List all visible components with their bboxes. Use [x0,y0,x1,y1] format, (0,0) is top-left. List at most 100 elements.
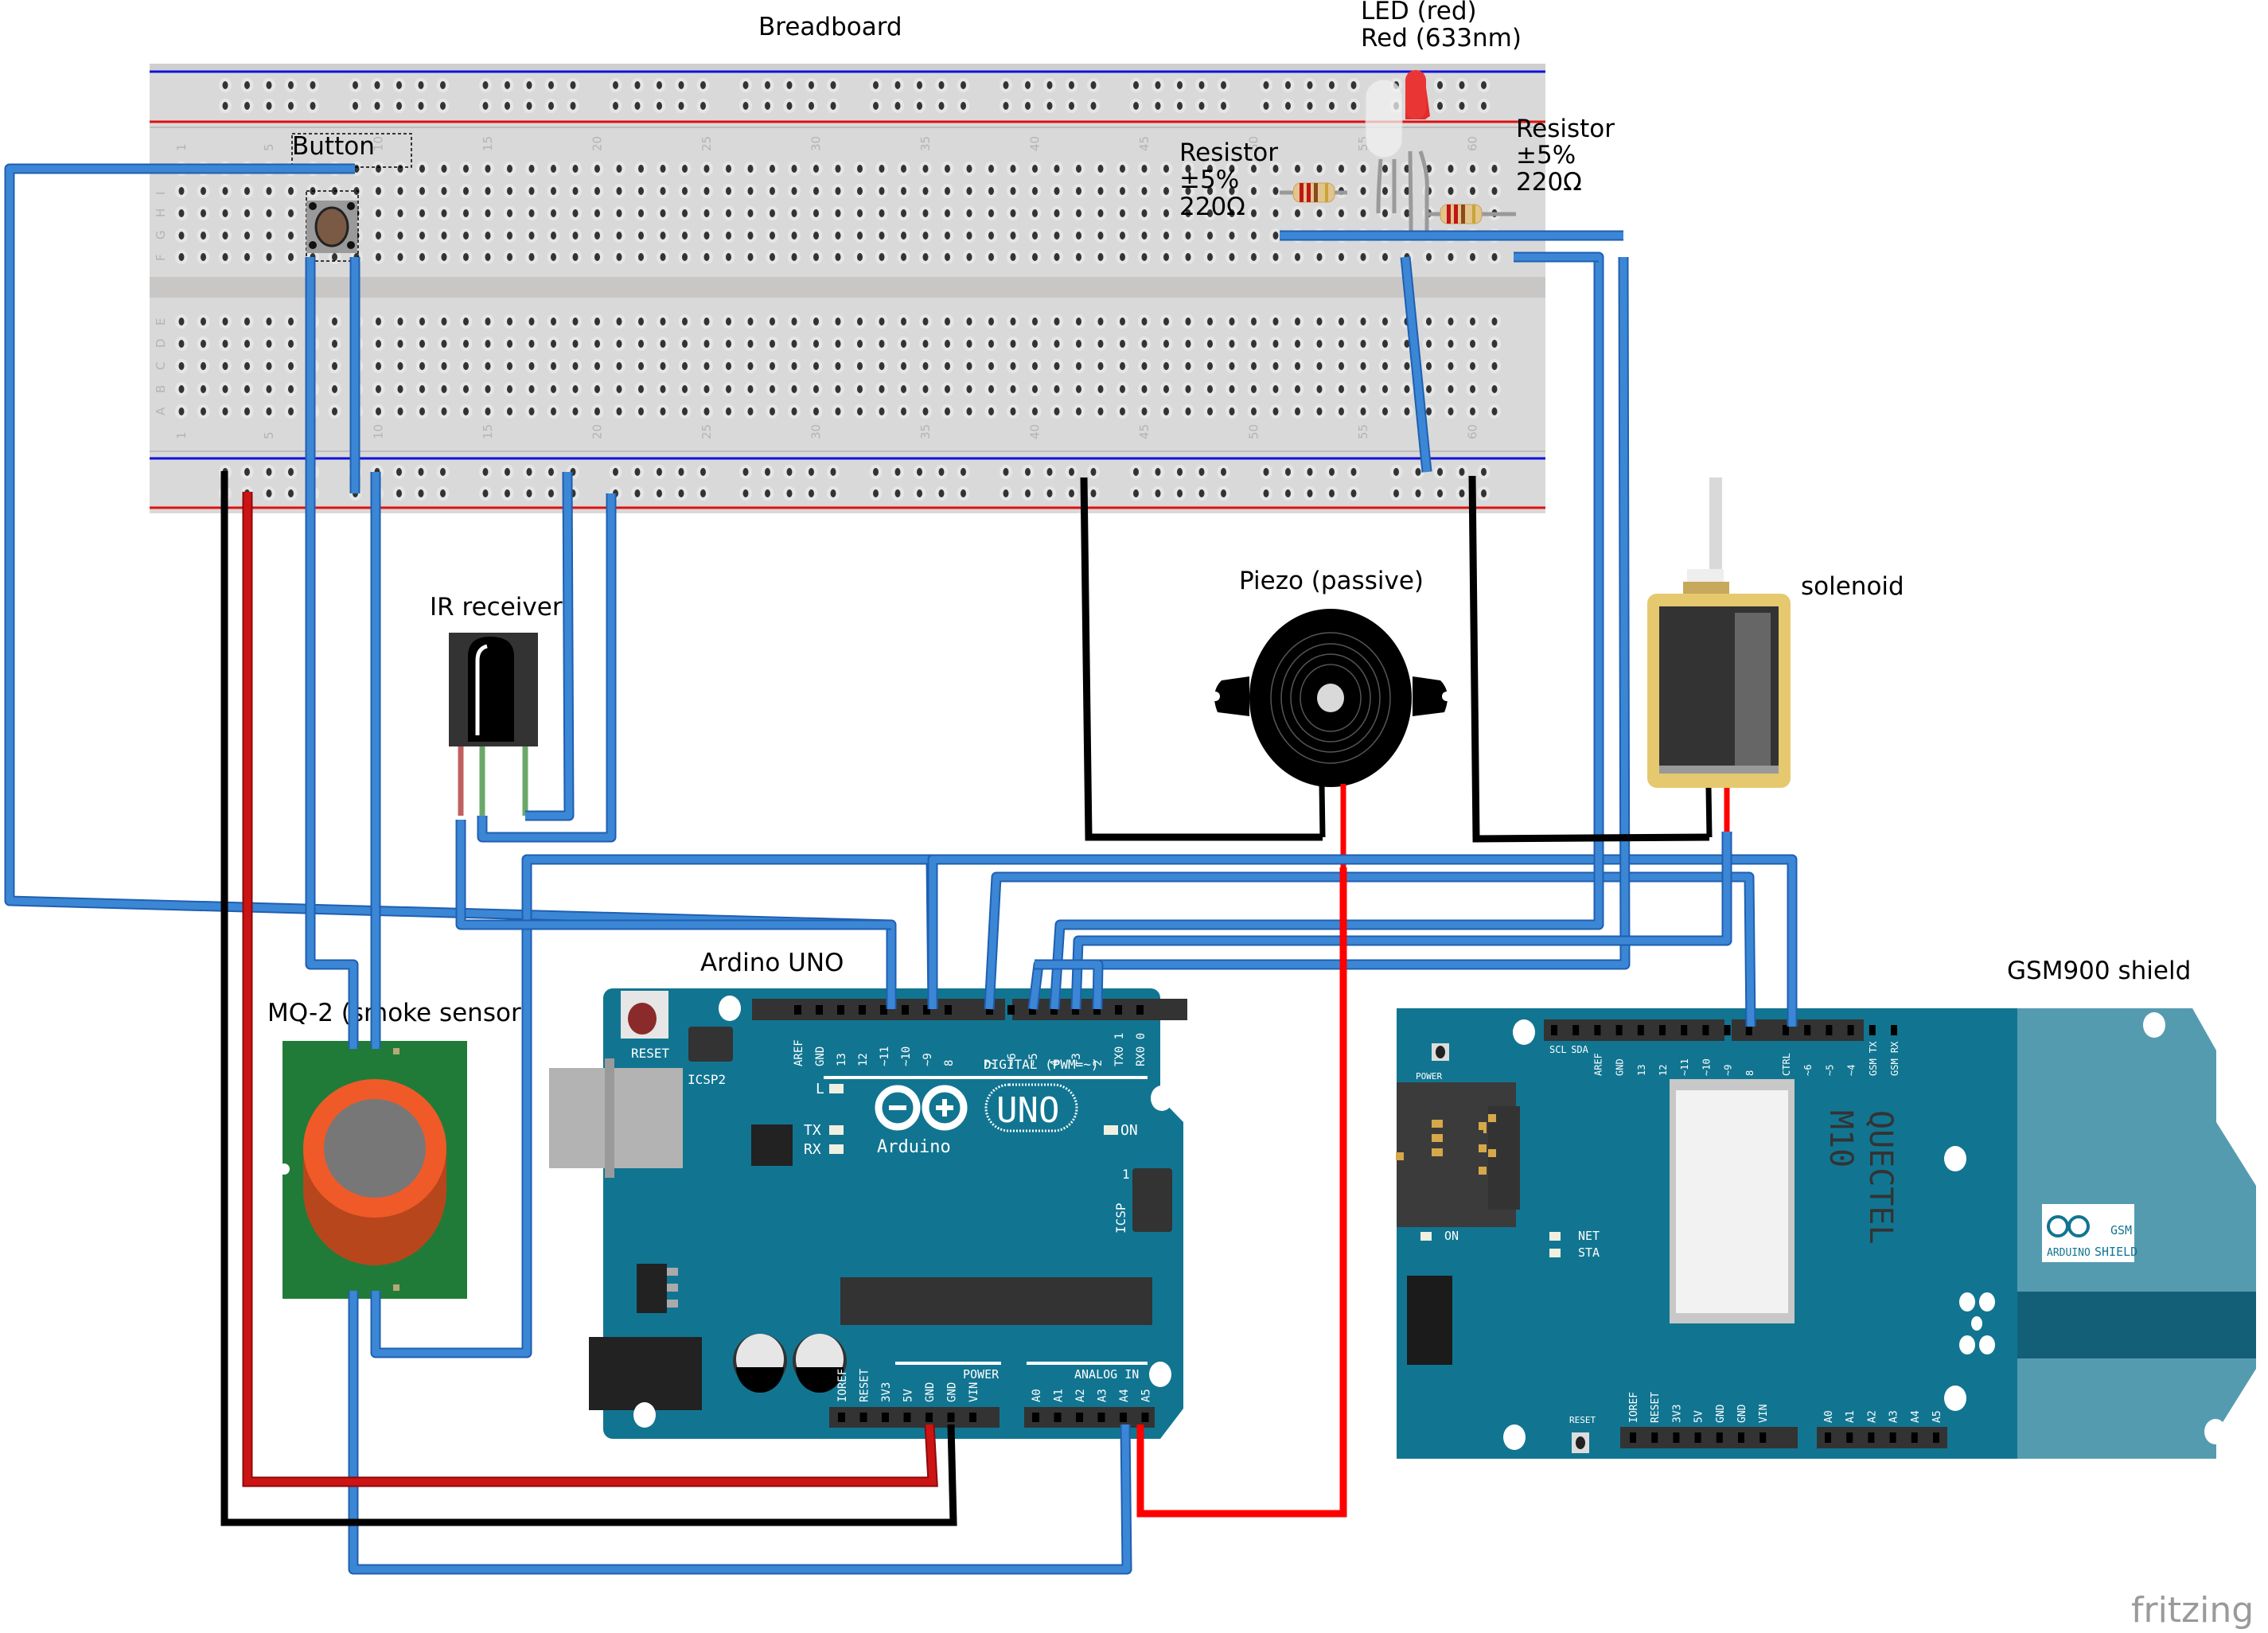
breadboard-hole[interactable] [507,385,512,393]
header-pin[interactable] [859,1413,867,1422]
breadboard-hole[interactable] [726,232,731,240]
breadboard-hole[interactable] [376,253,381,261]
rail-hole[interactable] [1307,468,1313,476]
header-pin[interactable] [923,1005,930,1015]
breadboard-hole[interactable] [244,318,250,325]
rail-hole[interactable] [1285,489,1291,497]
breadboard-hole[interactable] [528,232,535,240]
breadboard-hole[interactable] [1339,362,1344,370]
breadboard-hole[interactable] [288,232,294,240]
rail-hole[interactable] [1481,468,1487,476]
rail-hole[interactable] [786,102,793,110]
rail-hole[interactable] [526,102,532,110]
rail-hole[interactable] [505,468,510,476]
rail-hole[interactable] [678,489,684,497]
breadboard-hole[interactable] [1032,385,1038,393]
rail-hole[interactable] [1459,468,1465,476]
breadboard-hole[interactable] [1163,407,1169,415]
breadboard-hole[interactable] [1470,407,1475,415]
breadboard-hole[interactable] [813,165,819,173]
breadboard-hole[interactable] [1426,318,1432,325]
rail-hole[interactable] [440,102,446,110]
rail-hole[interactable] [894,81,901,89]
breadboard-hole[interactable] [376,407,381,415]
header-pin[interactable] [1637,1025,1644,1035]
breadboard-hole[interactable] [945,385,950,393]
breadboard-hole[interactable] [901,362,906,370]
breadboard-hole[interactable] [485,165,491,173]
header-pin[interactable] [794,1005,801,1015]
breadboard-hole[interactable] [1076,187,1081,195]
breadboard-hole[interactable] [1032,165,1038,173]
rail-hole[interactable] [244,468,250,476]
header-pin[interactable] [1745,1025,1752,1035]
breadboard-hole[interactable] [747,209,754,217]
breadboard-hole[interactable] [988,187,994,195]
breadboard-hole[interactable] [507,362,512,370]
rail-hole[interactable] [742,489,749,497]
breadboard-hole[interactable] [397,253,403,261]
breadboard-hole[interactable] [1339,165,1344,173]
breadboard-hole[interactable] [922,362,929,370]
breadboard-hole[interactable] [441,209,447,217]
breadboard-hole[interactable] [1426,253,1432,261]
breadboard-hole[interactable] [1382,209,1388,217]
breadboard-hole[interactable] [638,253,644,261]
breadboard-hole[interactable] [791,209,797,217]
header-pin[interactable] [1659,1025,1666,1035]
rail-hole[interactable] [938,489,945,497]
header-pin[interactable] [1694,1432,1701,1443]
breadboard-hole[interactable] [1251,318,1257,325]
breadboard-hole[interactable] [835,318,841,325]
rail-hole[interactable] [917,102,922,110]
breadboard-hole[interactable] [551,253,556,261]
breadboard-hole[interactable] [1076,232,1081,240]
rail-hole[interactable] [700,468,706,476]
breadboard-hole[interactable] [288,187,294,195]
breadboard-hole[interactable] [638,340,644,348]
breadboard-hole[interactable] [1207,253,1213,261]
breadboard-hole[interactable] [747,253,754,261]
breadboard-hole[interactable] [660,253,666,261]
breadboard-hole[interactable] [441,165,447,173]
header-pin[interactable] [947,1413,955,1422]
breadboard-hole[interactable] [1382,187,1388,195]
breadboard-hole[interactable] [813,340,819,348]
breadboard-hole[interactable] [770,385,775,393]
breadboard-hole[interactable] [1141,209,1148,217]
rail-hole[interactable] [1155,81,1161,89]
breadboard-hole[interactable] [791,362,797,370]
breadboard-hole[interactable] [1491,340,1498,348]
breadboard-hole[interactable] [922,232,929,240]
breadboard-hole[interactable] [1339,318,1344,325]
breadboard-hole[interactable] [660,165,666,173]
breadboard-hole[interactable] [1491,187,1498,195]
breadboard-hole[interactable] [332,362,337,370]
breadboard-hole[interactable] [988,318,994,325]
arduino-reset-button[interactable]: RESET [621,991,670,1061]
breadboard-hole[interactable] [507,187,512,195]
breadboard-hole[interactable] [1448,385,1454,393]
breadboard-hole[interactable] [945,232,950,240]
breadboard-hole[interactable] [988,253,994,261]
breadboard-hole[interactable] [1272,318,1279,325]
breadboard-hole[interactable] [1054,165,1060,173]
breadboard-hole[interactable] [835,340,841,348]
breadboard-hole[interactable] [1120,340,1125,348]
rail-hole[interactable] [1025,468,1031,476]
rail-hole[interactable] [894,102,901,110]
breadboard-hole[interactable] [463,385,469,393]
rail-hole[interactable] [1481,102,1487,110]
rail-hole[interactable] [1437,489,1443,497]
breadboard-hole[interactable] [1272,187,1279,195]
breadboard-hole[interactable] [1229,253,1235,261]
breadboard-hole[interactable] [1339,340,1344,348]
breadboard-hole[interactable] [1185,407,1191,415]
rail-hole[interactable] [786,489,793,497]
breadboard-hole[interactable] [966,318,972,325]
breadboard-hole[interactable] [1010,340,1016,348]
breadboard-hole[interactable] [1163,340,1169,348]
breadboard-hole[interactable] [616,407,622,415]
header-pin[interactable] [1630,1432,1636,1443]
breadboard-hole[interactable] [244,407,250,415]
